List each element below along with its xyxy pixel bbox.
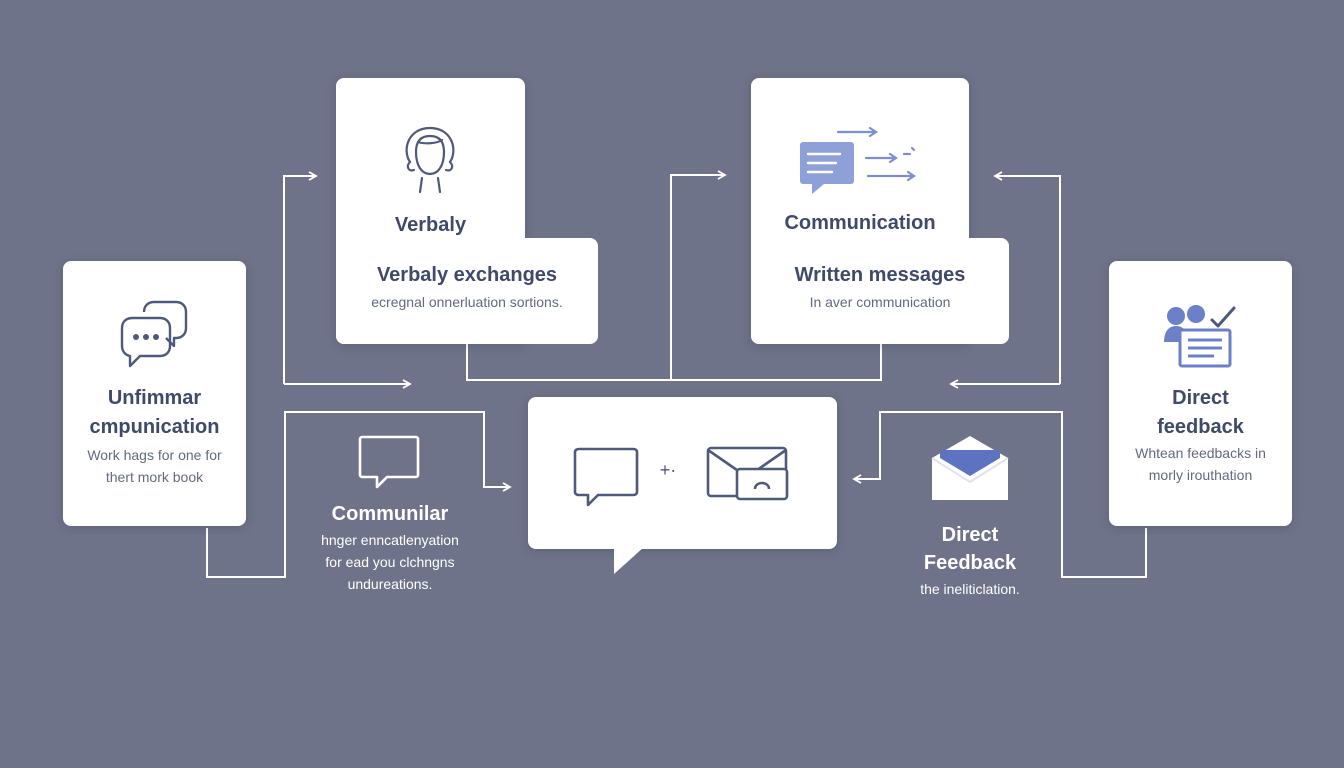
- envelope-icon: [706, 446, 789, 501]
- written-subtitle: In aver communication: [809, 294, 951, 310]
- verbal-title: Verbaly exchanges: [376, 264, 558, 286]
- informal-title-line1: Unfimmar: [107, 387, 202, 409]
- person-head-icon: [405, 126, 455, 194]
- direct-feedback-label-line2: Feedback: [923, 552, 1017, 574]
- informal-body-line1: Work hags for one for: [87, 447, 222, 463]
- written-heading: Communication: [784, 212, 936, 234]
- written-title: Written messages: [794, 264, 966, 286]
- written-card-extension: [751, 238, 1009, 344]
- communicator-line2: for ead you clchngns: [325, 554, 455, 570]
- direct-feedback-title-line2: feedback: [1157, 416, 1244, 438]
- open-envelope-icon: [931, 436, 1009, 500]
- written-message-icon: [800, 126, 916, 194]
- connector-written-down: [671, 344, 882, 381]
- informal-body-line2: thert mork book: [105, 469, 204, 485]
- communicator-line3: undureations.: [347, 576, 433, 592]
- informal-card[interactable]: [63, 261, 246, 526]
- connector-right-to-written: [993, 171, 1061, 384]
- communicator-title: Communilar: [331, 503, 449, 525]
- people-check-icon: [1164, 305, 1236, 368]
- verbal-subtitle: ecregnal onnerluation sortions.: [371, 294, 563, 310]
- connector-to-verbal: [283, 171, 318, 384]
- direct-feedback-body-line1: Whtean feedbacks in: [1135, 445, 1266, 461]
- verbal-card-extension: [336, 238, 598, 344]
- center-card-tail: [614, 547, 644, 574]
- informal-title-line2: cmpunication: [89, 416, 220, 438]
- communicator-line1: hnger enncatlenyation: [321, 532, 459, 548]
- direct-feedback-body-line2: morly irouthation: [1148, 467, 1253, 483]
- speech-bubble-outline-icon: [358, 435, 420, 489]
- verbal-heading: Verbaly: [394, 214, 467, 236]
- connector-feedback-to-center: [852, 411, 1147, 578]
- speech-bubble-icon: [573, 447, 639, 507]
- connector-informal-to-center: [206, 411, 512, 578]
- direct-feedback-label-body: the ineliticlation.: [920, 581, 1020, 597]
- direct-feedback-title-line1: Direct: [1172, 387, 1229, 409]
- center-separator: +·: [659, 460, 677, 480]
- direct-feedback-label-line1: Direct: [941, 524, 999, 546]
- direct-feedback-card[interactable]: [1109, 261, 1292, 526]
- chat-bubbles-icon: [120, 300, 188, 368]
